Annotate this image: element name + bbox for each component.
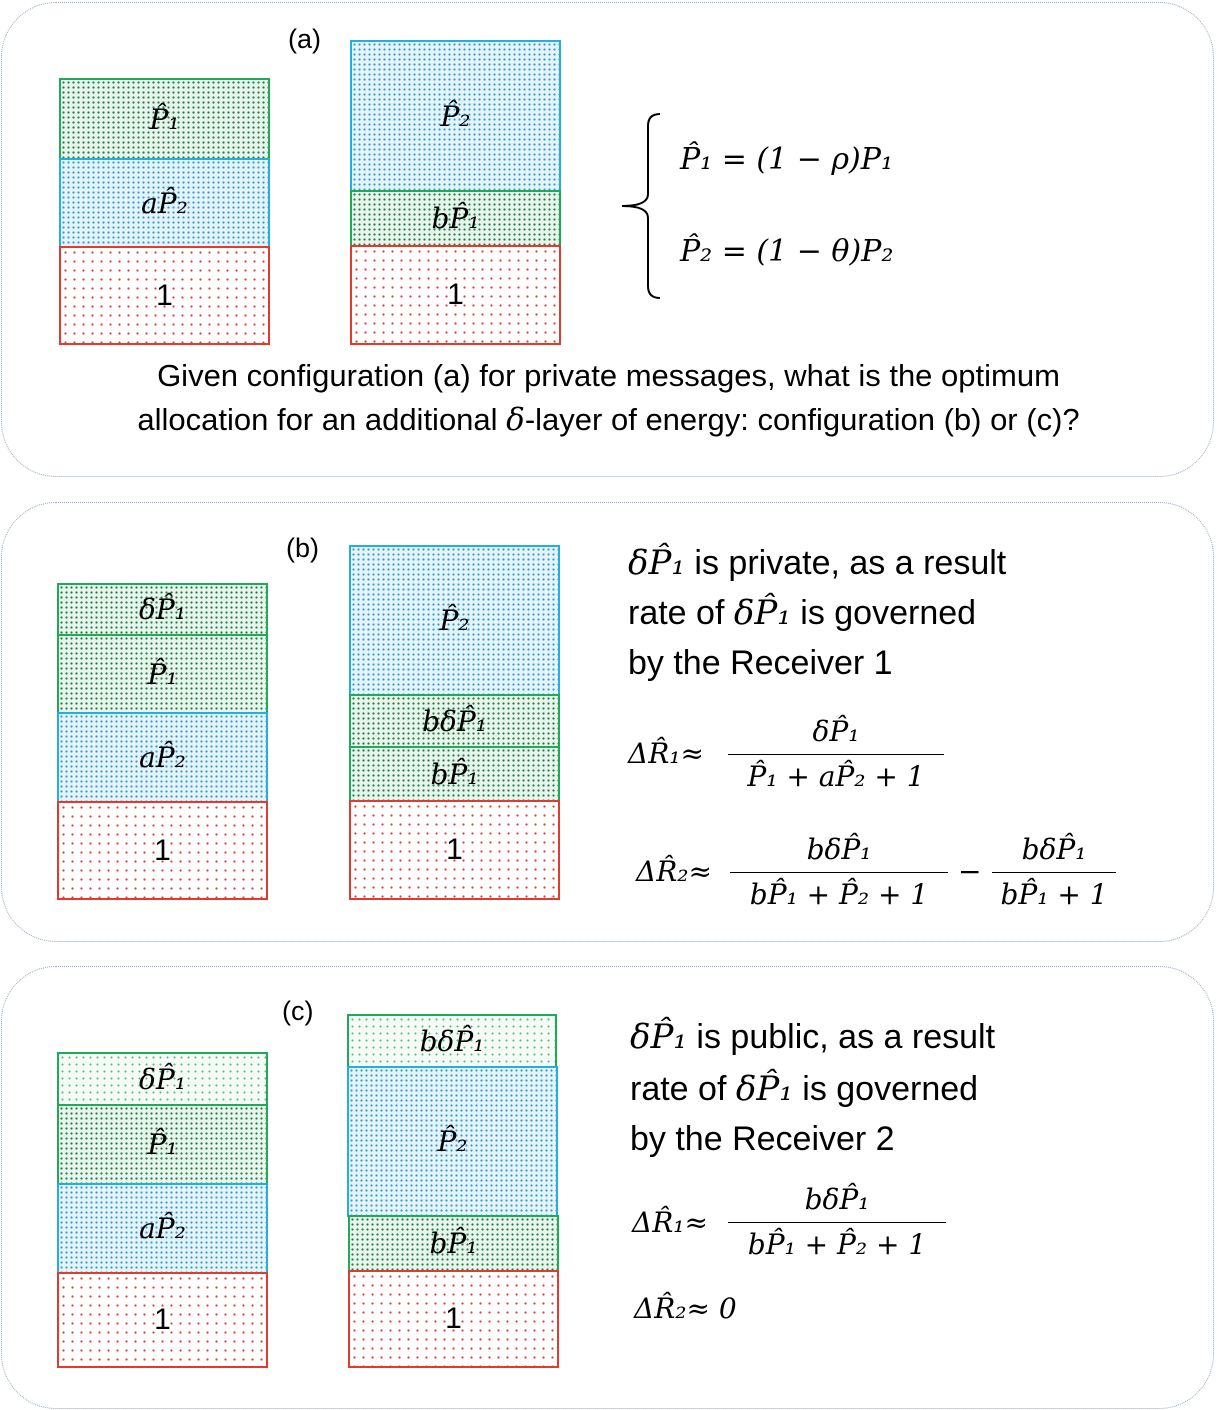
block-a-right-bp1: bP̂₁ [350,190,561,247]
panel-b-delta-r2-fraction-2: bδP̂₁ bP̂₁ + 1 [992,830,1116,915]
panel-c-r1-numerator: bδP̂₁ [804,1183,870,1216]
block-c-right-bp1: bP̂₁ [348,1215,559,1272]
panel-b-r2-denominator-1: bP̂₁ + P̂₂ + 1 [749,878,929,911]
block-c-right-noise: 1 [348,1270,559,1368]
equation-p2-hat: P̂₂ = (1 − θ)P₂ [680,234,894,269]
panel-b-delta-r2-fraction-1: bδP̂₁ bP̂₁ + P̂₂ + 1 [730,830,948,915]
panel-c-r1-denominator: bP̂₁ + P̂₂ + 1 [747,1228,927,1261]
block-b-right-bp1: bP̂₁ [349,746,560,802]
panel-b-r2-numerator-2: bδP̂₁ [1021,833,1087,866]
panel-b-r2-denominator-2: bP̂₁ + 1 [1000,878,1108,911]
block-a-left-noise: 1 [59,246,270,345]
panel-b-label: (b) [286,533,319,563]
curly-brace [621,113,661,299]
block-b-left-ap2: aP̂₂ [57,712,268,803]
block-c-right-bdp1: bδP̂₁ [347,1014,557,1068]
panel-c-text-line-1: δP̂₁ is public, as a result [630,1017,996,1057]
panel-b-minus-sign: − [958,855,982,888]
panel-b-text-line-2: rate of δP̂₁ is governed [628,593,977,633]
panel-c-delta-r1-lhs: ΔR̂₁≈ [632,1206,708,1239]
panel-c-text-line-3: by the Receiver 2 [630,1120,895,1158]
panel-c-label: (c) [282,996,314,1026]
panel-b-delta-r1-lhs: ΔR̂₁≈ [628,737,704,770]
question-line-1: Given configuration (a) for private mess… [157,358,1060,393]
panel-b-delta-r1-fraction: δP̂₁ P̂₁ + aP̂₂ + 1 [728,712,944,797]
panel-c-delta-r2-equation: ΔR̂₂≈ 0 [634,1292,737,1325]
panel-c-text-line-2: rate of δP̂₁ is governed [630,1069,979,1109]
panel-b-text-line-1: δP̂₁ is private, as a result [628,543,1007,583]
question-line-2: allocation for an additional δ-layer of … [137,402,1080,438]
panel-b-r1-denominator: P̂₁ + aP̂₂ + 1 [747,760,925,793]
panel-c-delta-r1-fraction: bδP̂₁ bP̂₁ + P̂₂ + 1 [728,1180,946,1265]
block-b-right-p2: P̂₂ [349,545,560,696]
block-a-right-p2: P̂₂ [350,40,561,192]
block-b-left-noise: 1 [57,801,268,900]
panel-b-r1-numerator: δP̂₁ [812,715,860,748]
panel-a-label: (a) [288,24,321,54]
block-c-left-p1: P̂₁ [57,1104,268,1185]
equation-p1-hat: P̂₁ = (1 − ρ)P₁ [680,142,893,177]
block-b-left-dp1: δP̂₁ [57,583,268,636]
block-b-right-bdp1: bδP̂₁ [349,694,560,748]
block-c-left-dp1: δP̂₁ [57,1052,268,1106]
block-a-left-ap2: aP̂₂ [59,158,270,248]
panel-b-r2-numerator-1: bδP̂₁ [806,833,872,866]
block-c-right-p2: P̂₂ [347,1066,558,1217]
panel-b-delta-r2-lhs: ΔR̂₂≈ [636,855,712,888]
panel-b-text-line-3: by the Receiver 1 [628,644,893,682]
block-b-left-p1: P̂₁ [57,634,268,714]
block-c-left-noise: 1 [57,1272,268,1368]
block-c-left-ap2: aP̂₂ [57,1183,268,1274]
block-a-right-noise: 1 [350,245,561,345]
block-b-right-noise: 1 [349,800,560,900]
block-a-left-p1: P̂₁ [59,78,270,160]
